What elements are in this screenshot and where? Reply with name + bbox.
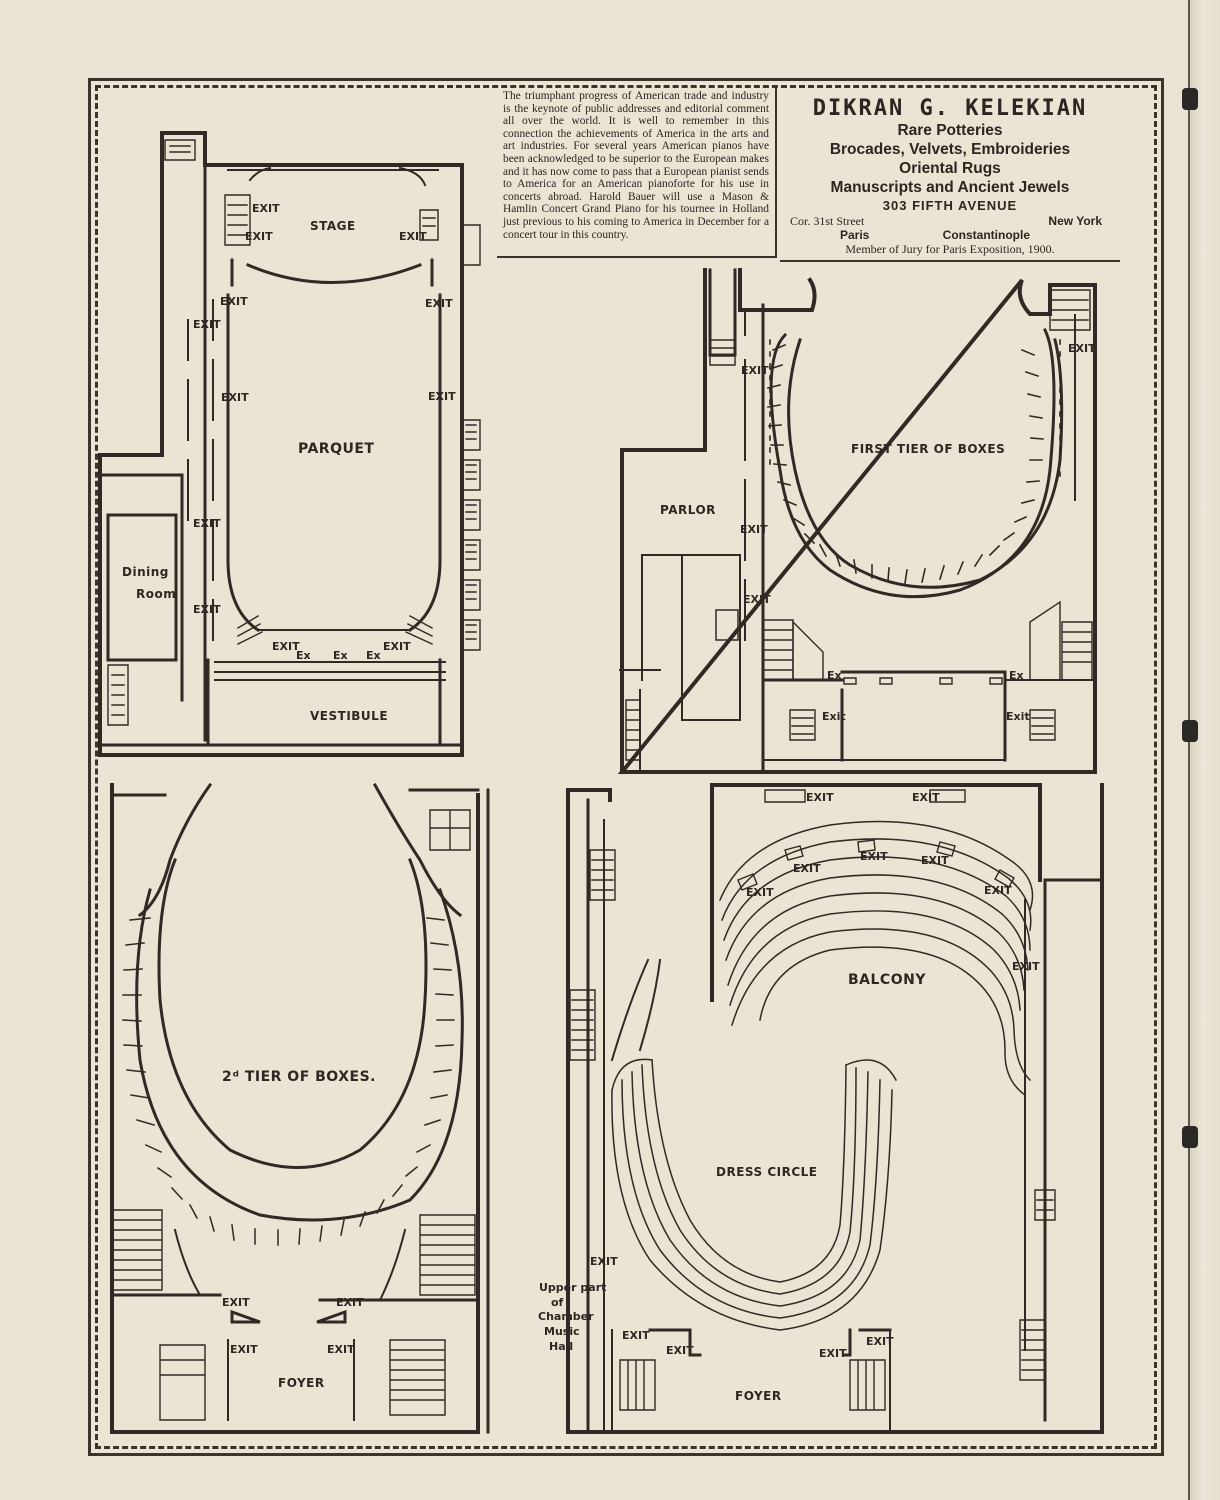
exit-label: EXIT (425, 297, 453, 310)
box-dividers (122, 917, 455, 1246)
exit-label: EXIT (743, 593, 771, 606)
balcony-plan (566, 783, 1104, 1434)
page-border (88, 78, 1164, 1456)
kelekian-advertisement: DIKRAN G. KELEKIAN Rare Potteries Brocad… (780, 88, 1120, 262)
ad-street-row: Cor. 31st Street New York (780, 214, 1120, 228)
ex-label: Ex (333, 649, 348, 662)
exit-label: EXIT (222, 1296, 250, 1309)
exit-label: EXIT (245, 230, 273, 243)
exit-label: EXIT (193, 517, 221, 530)
second-tier-title: 2ᵈ TIER OF BOXES. (222, 1069, 376, 1085)
chamber-hall-label: Chamber (538, 1310, 594, 1323)
exit-label: EXIT (193, 603, 221, 616)
binder-hole (1182, 1126, 1198, 1148)
parlor-label: PARLOR (660, 503, 716, 517)
exit-label: EXIT (1012, 960, 1040, 973)
first-tier-title: FIRST TIER OF BOXES (851, 442, 1006, 456)
exit-label: EXIT (220, 295, 248, 308)
parquet-plan (98, 131, 481, 757)
exit-label: EXIT (428, 390, 456, 403)
exit-label: EXIT (912, 791, 940, 804)
ad-jury: Member of Jury for Paris Exposition, 190… (845, 242, 1055, 256)
exit-label: EXIT (741, 364, 769, 377)
exit-label: EXIT (746, 886, 774, 899)
exit-label: Exit (822, 710, 846, 723)
second-tier-plan (110, 782, 490, 1434)
ad-line: Oriental Rugs (899, 160, 1001, 177)
exit-label: EXIT (740, 523, 768, 536)
exit-label: EXIT (327, 1343, 355, 1356)
next-page-edge (1188, 0, 1220, 1500)
vestibule-label: VESTIBULE (310, 709, 389, 723)
ex-label: Ex (366, 649, 381, 662)
ad-street: Cor. 31st Street (790, 214, 865, 228)
piano-notice: The triumphant progress of American trad… (497, 88, 777, 258)
exit-label: EXIT (819, 1347, 847, 1360)
exit-label: EXIT (399, 230, 427, 243)
ad-address: 303 FIFTH AVENUE (882, 198, 1018, 213)
exit-label: EXIT (590, 1255, 618, 1268)
dining-room-label-2: Room (136, 587, 177, 601)
ad-branch: Paris (840, 228, 870, 242)
ad-line: Brocades, Velvets, Embroideries (829, 141, 1071, 158)
ad-business-name: DIKRAN G. KELEKIAN (812, 96, 1088, 121)
exit-label: EXIT (921, 854, 949, 867)
exit-label: EXIT (866, 1335, 894, 1348)
foyer-label: FOYER (278, 1376, 325, 1390)
ad-line: Rare Potteries (897, 122, 1003, 139)
exit-label: Exit (1006, 710, 1030, 723)
ex-label: Ex (827, 669, 842, 682)
first-tier-plan (617, 268, 1097, 774)
ex-label: Ex (296, 649, 311, 662)
dining-room-label: Dining (122, 565, 169, 579)
exit-label: EXIT (666, 1344, 694, 1357)
exit-label: EXIT (221, 391, 249, 404)
ad-branches-row: Paris Constantinople (780, 228, 1120, 242)
exit-label: EXIT (230, 1343, 258, 1356)
stage-label: STAGE (310, 219, 356, 233)
ad-line: Manuscripts and Ancient Jewels (830, 179, 1070, 196)
binder-hole (1182, 720, 1198, 742)
ad-branch: Constantinople (942, 228, 1030, 242)
exit-label: EXIT (1068, 342, 1096, 355)
exit-label: EXIT (383, 640, 411, 653)
chamber-hall-label: Hall (549, 1340, 574, 1353)
dress-circle-label: DRESS CIRCLE (716, 1165, 818, 1179)
parquet-label: PARQUET (298, 441, 375, 457)
exit-label: EXIT (252, 202, 280, 215)
chamber-hall-label: of (551, 1296, 564, 1309)
exit-label: EXIT (622, 1329, 650, 1342)
balcony-title: BALCONY (848, 972, 926, 988)
exit-label: EXIT (272, 640, 300, 653)
exit-label: EXIT (336, 1296, 364, 1309)
foyer-label: FOYER (735, 1389, 782, 1403)
exit-label: EXIT (860, 850, 888, 863)
chamber-hall-label: Music (544, 1325, 580, 1338)
chamber-hall-label: Upper part (539, 1281, 607, 1294)
ex-label: Ex (1009, 669, 1024, 682)
exit-label: EXIT (193, 318, 221, 331)
binder-hole (1182, 88, 1198, 110)
exit-label: EXIT (806, 791, 834, 804)
exit-label: EXIT (984, 884, 1012, 897)
box-dividers (767, 339, 1061, 584)
exit-label: EXIT (793, 862, 821, 875)
ad-city: New York (1048, 214, 1102, 228)
